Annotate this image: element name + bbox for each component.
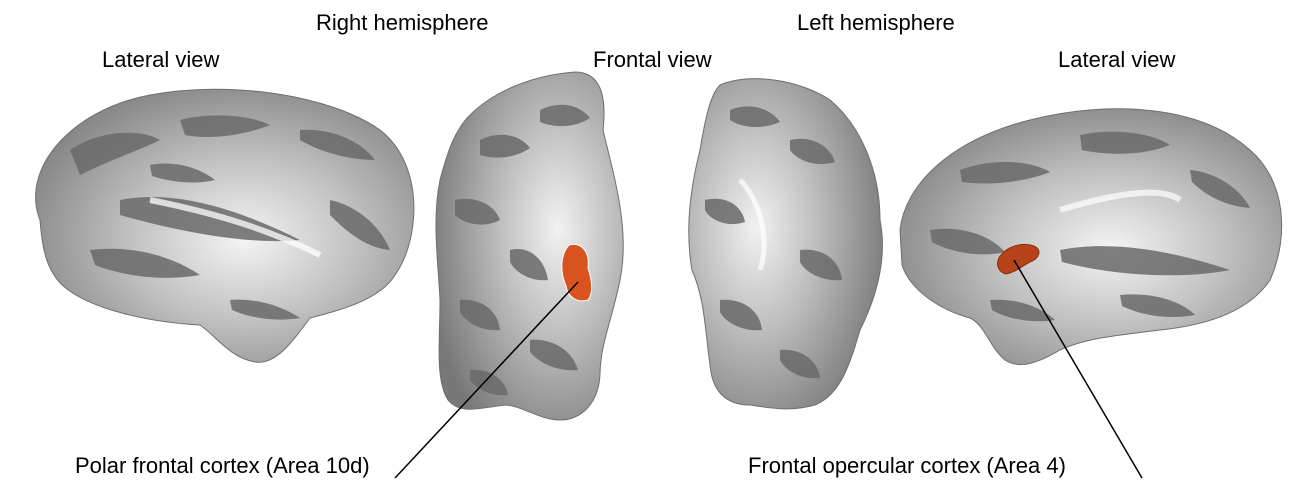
frontal-opercular-annotation: Frontal opercular cortex (Area 4) — [748, 453, 1066, 479]
right-hemisphere-frontal — [436, 72, 623, 420]
left-hemisphere-frontal — [689, 79, 883, 409]
polar-frontal-annotation: Polar frontal cortex (Area 10d) — [75, 453, 370, 479]
right-hemisphere-title: Right hemisphere — [316, 10, 488, 36]
lateral-view-label-right-hemisphere: Lateral view — [102, 47, 219, 73]
left-hemisphere-lateral — [900, 109, 1282, 365]
lateral-view-label-left-hemisphere: Lateral view — [1058, 47, 1175, 73]
left-hemisphere-title: Left hemisphere — [797, 10, 955, 36]
right-hemisphere-lateral — [36, 89, 414, 362]
frontal-view-label: Frontal view — [593, 47, 712, 73]
